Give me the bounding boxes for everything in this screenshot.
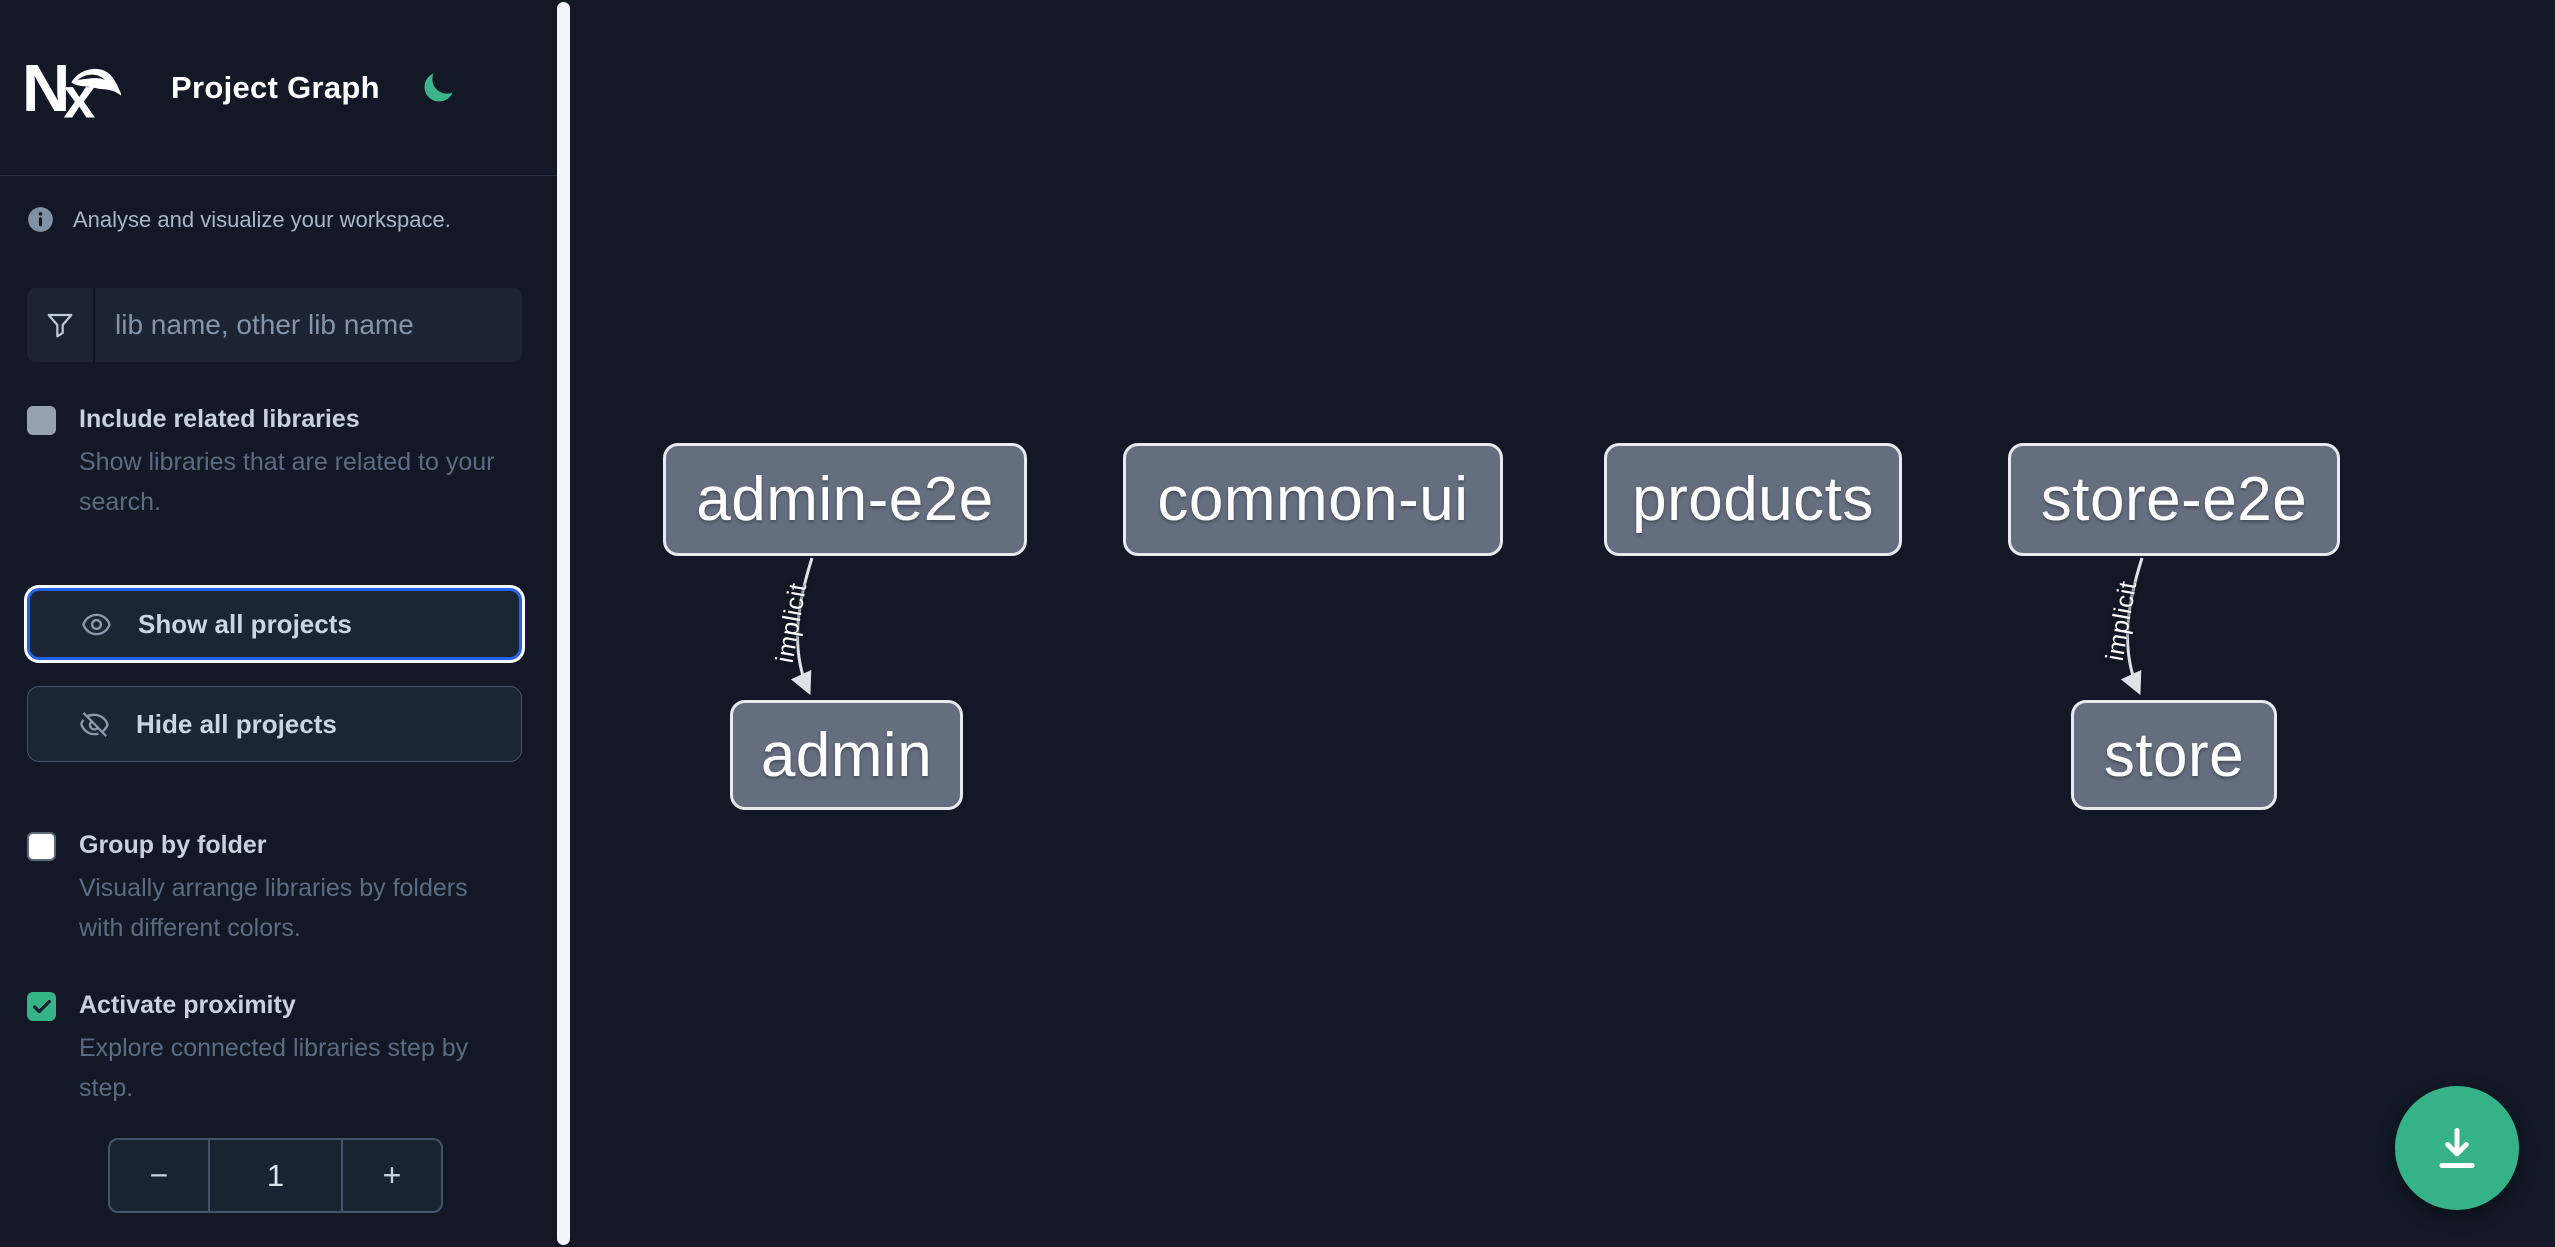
page-title: Project Graph (171, 69, 380, 105)
activate-proximity-label: Activate proximity (79, 991, 296, 1019)
toggle-activate-proximity: Activate proximity Explore connected lib… (0, 990, 557, 1108)
hide-all-projects-button[interactable]: Hide all projects (27, 686, 522, 762)
group-by-folder-checkbox[interactable] (27, 832, 56, 861)
increment-button[interactable]: + (382, 1157, 402, 1193)
eye-icon (82, 613, 111, 635)
search-box (27, 288, 522, 362)
graph-node-admin[interactable]: admin (730, 700, 963, 810)
include-related-label: Include related libraries (79, 405, 360, 433)
edge-store-e2e-to-store[interactable] (2120, 557, 2144, 696)
svg-text:N: N (25, 55, 66, 121)
sidebar-scrollbar[interactable] (557, 2, 570, 1245)
tagline-text: Analyse and visualize your workspace. (73, 206, 451, 232)
activate-proximity-description: Explore connected libraries step by step… (79, 1034, 469, 1102)
include-related-checkbox[interactable] (27, 406, 56, 435)
hide-all-projects-label: Hide all projects (136, 708, 337, 739)
group-by-folder-label: Group by folder (79, 831, 267, 859)
project-graph-canvas[interactable]: implicit implicit admin-e2e common-ui pr… (572, 0, 2555, 1247)
sidebar: N x Project Graph Analyse and visualize … (0, 0, 557, 1247)
proximity-depth-stepper: − 1 + (108, 1138, 443, 1213)
tagline-row: Analyse and visualize your workspace. (0, 176, 557, 233)
graph-node-admin-e2e[interactable]: admin-e2e (663, 443, 1027, 556)
graph-node-common-ui[interactable]: common-ui (1123, 443, 1503, 556)
dark-mode-moon-icon[interactable] (420, 70, 456, 106)
info-icon (28, 207, 53, 232)
decrement-button[interactable]: − (149, 1157, 169, 1193)
group-by-folder-description: Visually arrange libraries by folders wi… (79, 874, 468, 942)
app-header: N x Project Graph (0, 0, 557, 176)
show-all-projects-label: Show all projects (138, 608, 352, 639)
download-icon (2439, 1128, 2475, 1168)
graph-node-store-e2e[interactable]: store-e2e (2008, 443, 2340, 556)
search-input[interactable] (95, 288, 522, 362)
graph-node-products[interactable]: products (1604, 443, 1902, 556)
proximity-depth-value[interactable]: 1 (208, 1140, 343, 1211)
nx-logo: N x (25, 55, 121, 121)
edge-admin-e2e-to-admin[interactable] (790, 557, 814, 696)
download-image-button[interactable] (2395, 1086, 2519, 1210)
graph-node-store[interactable]: store (2071, 700, 2277, 810)
toggle-group-by-folder: Group by folder Visually arrange librari… (0, 830, 557, 948)
include-related-description: Show libraries that are related to your … (79, 448, 495, 516)
check-icon (32, 999, 51, 1013)
eye-off-icon (80, 711, 109, 737)
filter-funnel-icon (27, 288, 95, 362)
show-all-projects-button[interactable]: Show all projects (27, 588, 522, 660)
graph-edges (790, 557, 2144, 696)
activate-proximity-checkbox[interactable] (27, 992, 56, 1021)
toggle-include-related: Include related libraries Show libraries… (0, 404, 557, 522)
